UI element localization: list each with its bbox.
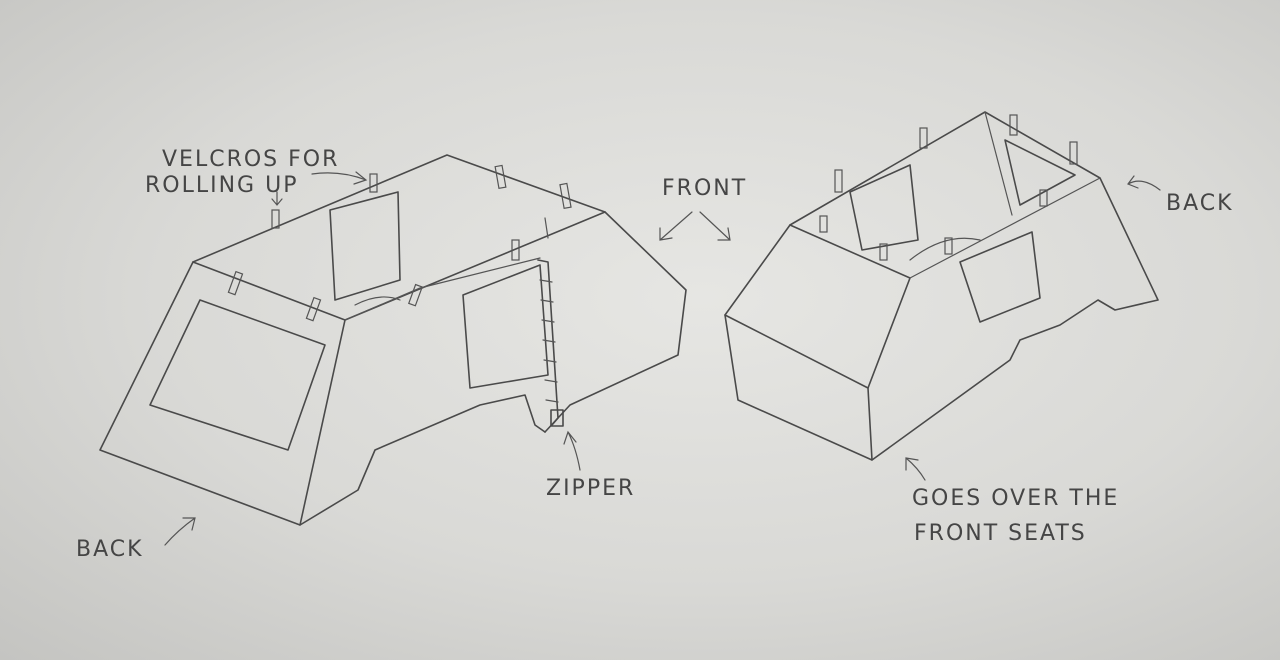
- left-tent-side-edge: [344, 257, 541, 321]
- back-right-arrow-icon: [1127, 175, 1161, 191]
- left-tent-upper-window: [329, 191, 401, 301]
- left-tent-seat-curve: [354, 296, 401, 306]
- right-tent-inner-ridge: [984, 111, 1013, 216]
- right-tent-drawing: [724, 111, 1161, 481]
- zipper-line: [537, 259, 559, 426]
- left-tent-side-wheel-cutout: [299, 394, 546, 526]
- left-tent-front-slope: [544, 211, 687, 433]
- velcro-tabs-left: [227, 164, 572, 322]
- front-arrow-left-icon: [659, 211, 693, 241]
- zipper-label: ZIPPER: [546, 476, 635, 501]
- velcro-tabs-right: [819, 114, 1078, 261]
- left-tent-drawing: [99, 154, 687, 546]
- right-tent-top-edge: [909, 177, 1101, 279]
- right-tent-front-edge: [789, 224, 911, 389]
- zipper-arrow-icon: [563, 430, 581, 471]
- left-tent-back-window: [149, 299, 326, 451]
- velcro-arrow-down-icon: [271, 191, 283, 206]
- goes-over-label-line1: GOES OVER THE: [912, 486, 1119, 511]
- left-tent-inner-bar: [544, 217, 549, 239]
- back-left-label: BACK: [76, 537, 144, 562]
- back-right-label: BACK: [1166, 191, 1234, 216]
- goes-over-label-line2: FRONT SEATS: [914, 521, 1087, 546]
- velcros-label-line1: VELCROS FOR: [162, 147, 339, 172]
- front-seats-arrow-icon: [905, 457, 926, 481]
- right-tent-inner-window: [849, 164, 919, 251]
- front-arrow-right-icon: [699, 211, 731, 241]
- zipper-pull-icon: [550, 409, 564, 427]
- zipper-teeth: [539, 279, 559, 403]
- velcro-arrow-icon: [311, 171, 368, 185]
- front-label: FRONT: [662, 176, 747, 201]
- right-tent-front-seat-face: [724, 314, 873, 461]
- right-tent-outline: [724, 111, 1159, 461]
- back-left-arrow-icon: [164, 517, 196, 546]
- right-tent-side-window: [959, 231, 1041, 323]
- left-tent-side-window: [462, 264, 549, 389]
- velcros-label-line2: ROLLING UP: [145, 173, 298, 198]
- left-tent-roof: [192, 154, 606, 321]
